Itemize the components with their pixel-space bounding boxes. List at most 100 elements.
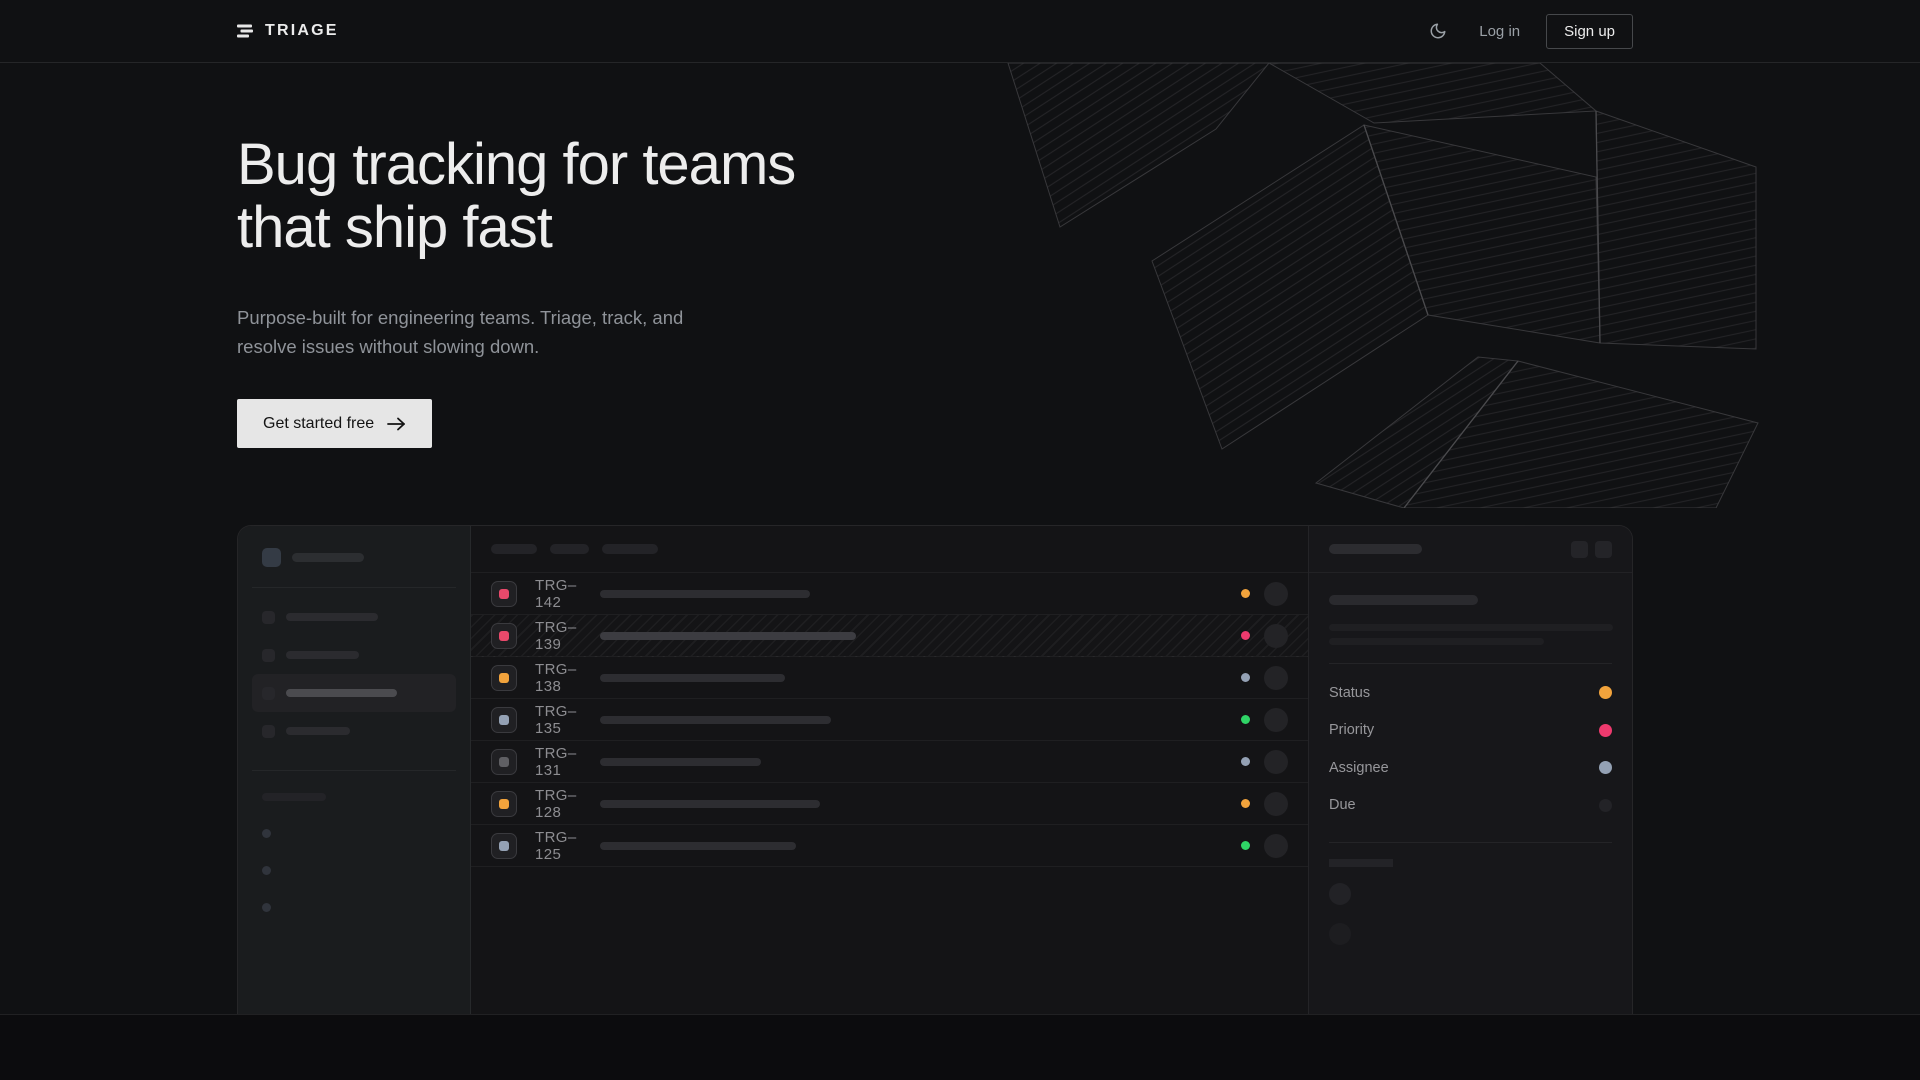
skeleton-bar <box>286 651 359 659</box>
skeleton-bar <box>1329 595 1478 605</box>
assignee-avatar <box>1264 707 1288 732</box>
arrow-right-icon <box>387 417 406 430</box>
property-label: Assignee <box>1329 759 1389 776</box>
signup-button[interactable]: Sign up <box>1546 13 1633 49</box>
skeleton-bar <box>286 613 378 621</box>
comment-avatar <box>1329 923 1351 945</box>
property-value-dot <box>1599 761 1612 775</box>
issue-type-icon <box>491 580 517 607</box>
tab-pill-skeleton <box>550 544 589 554</box>
issue-id: TRG–131 <box>535 744 577 779</box>
property-value-dot <box>1599 686 1612 700</box>
panel-action-button <box>1571 540 1588 558</box>
issue-id: TRG–139 <box>535 618 577 653</box>
skeleton-bar <box>1329 544 1422 554</box>
status-dot <box>1241 799 1250 808</box>
divider <box>1329 663 1612 664</box>
sidebar-dot <box>262 829 271 838</box>
assignee-avatar <box>1264 791 1288 816</box>
divider <box>1329 842 1612 843</box>
issue-row: TRG–128 <box>471 783 1308 825</box>
issue-type-icon <box>491 790 517 817</box>
skeleton-bar <box>286 727 350 735</box>
issue-id: TRG–135 <box>535 702 577 737</box>
workspace-switcher <box>238 548 470 567</box>
preview-sidebar <box>238 526 471 1014</box>
property-row: Assignee <box>1329 749 1612 787</box>
app-preview-card: TRG–142 TRG–139 TRG–138 TRG–135 <box>237 525 1633 1014</box>
property-row: Priority <box>1329 712 1612 750</box>
sidebar-nav-item <box>252 598 456 636</box>
issue-row: TRG–131 <box>471 741 1308 783</box>
property-label: Status <box>1329 684 1371 701</box>
issue-list: TRG–142 TRG–139 TRG–138 TRG–135 <box>471 573 1308 867</box>
issue-id: TRG–142 <box>535 576 577 611</box>
issue-id: TRG–125 <box>535 828 577 863</box>
issue-id: TRG–138 <box>535 660 577 695</box>
divider <box>252 770 456 771</box>
property-row: Status <box>1329 674 1612 712</box>
issue-row: TRG–135 <box>471 699 1308 741</box>
workspace-avatar <box>262 548 281 567</box>
sidebar-nav-item <box>252 636 456 674</box>
issue-title-skeleton <box>600 673 785 682</box>
sidebar-nav-item-active <box>252 674 456 712</box>
issue-title-skeleton <box>600 715 831 724</box>
brand-logo[interactable]: TRIAGE <box>237 22 339 40</box>
assignee-avatar <box>1264 581 1288 606</box>
nav-icon <box>262 686 275 700</box>
nav-icon <box>262 724 275 738</box>
sidebar-nav <box>252 598 456 750</box>
status-dot <box>1241 715 1250 724</box>
panel-header <box>1309 526 1632 573</box>
hero-subtitle: Purpose-built for engineering teams. Tri… <box>237 307 684 357</box>
theme-toggle-button[interactable] <box>1423 16 1453 46</box>
issue-row: TRG–139 <box>471 615 1308 657</box>
login-link[interactable]: Log in <box>1479 22 1521 40</box>
nav-icon <box>262 610 275 624</box>
nav-icon <box>262 648 275 662</box>
issue-type-icon <box>491 622 517 649</box>
issue-title-skeleton <box>600 589 810 598</box>
panel-actions <box>1571 540 1612 558</box>
get-started-button[interactable]: Get started free <box>237 399 433 448</box>
status-dot <box>1241 673 1250 682</box>
issue-row: TRG–142 <box>471 573 1308 615</box>
assignee-avatar <box>1264 665 1288 690</box>
issue-title-skeleton <box>600 631 856 640</box>
sidebar-dot <box>262 866 271 875</box>
divider <box>252 587 456 588</box>
hero-section: Bug tracking for teams that ship fast Pu… <box>0 63 1920 1014</box>
tab-pill-skeleton <box>602 544 658 554</box>
site-footer <box>0 1014 1920 1080</box>
skeleton-bar <box>286 689 397 697</box>
property-value-dot <box>1599 723 1612 737</box>
tab-pill-skeleton <box>491 544 537 554</box>
status-dot <box>1241 631 1250 640</box>
property-label: Due <box>1329 797 1356 814</box>
property-list: Status Priority Assignee Due <box>1329 674 1612 824</box>
issue-title-skeleton <box>600 757 761 766</box>
skeleton-bar <box>262 793 326 801</box>
issue-type-icon <box>491 706 517 733</box>
moon-icon <box>1430 23 1446 39</box>
assignee-avatar <box>1264 623 1288 648</box>
panel-action-button <box>1595 540 1612 558</box>
triage-logo-icon <box>237 24 253 38</box>
site-header: TRIAGE Log in Sign up <box>0 0 1920 63</box>
sidebar-dot <box>262 903 271 912</box>
brand-name: TRIAGE <box>265 22 339 39</box>
cta-label: Get started free <box>263 414 375 432</box>
skeleton-line <box>1329 638 1544 645</box>
status-dot <box>1241 757 1250 766</box>
hero-title: Bug tracking for teams that ship fast <box>237 132 796 260</box>
issue-type-icon <box>491 748 517 775</box>
comment-avatar <box>1329 883 1351 905</box>
issue-type-icon <box>491 832 517 859</box>
status-dot <box>1241 589 1250 598</box>
issue-list-header <box>471 526 1308 573</box>
issue-id: TRG–128 <box>535 786 577 821</box>
issue-title-skeleton <box>600 841 796 850</box>
property-value-dot <box>1599 798 1612 812</box>
issue-type-icon <box>491 664 517 691</box>
